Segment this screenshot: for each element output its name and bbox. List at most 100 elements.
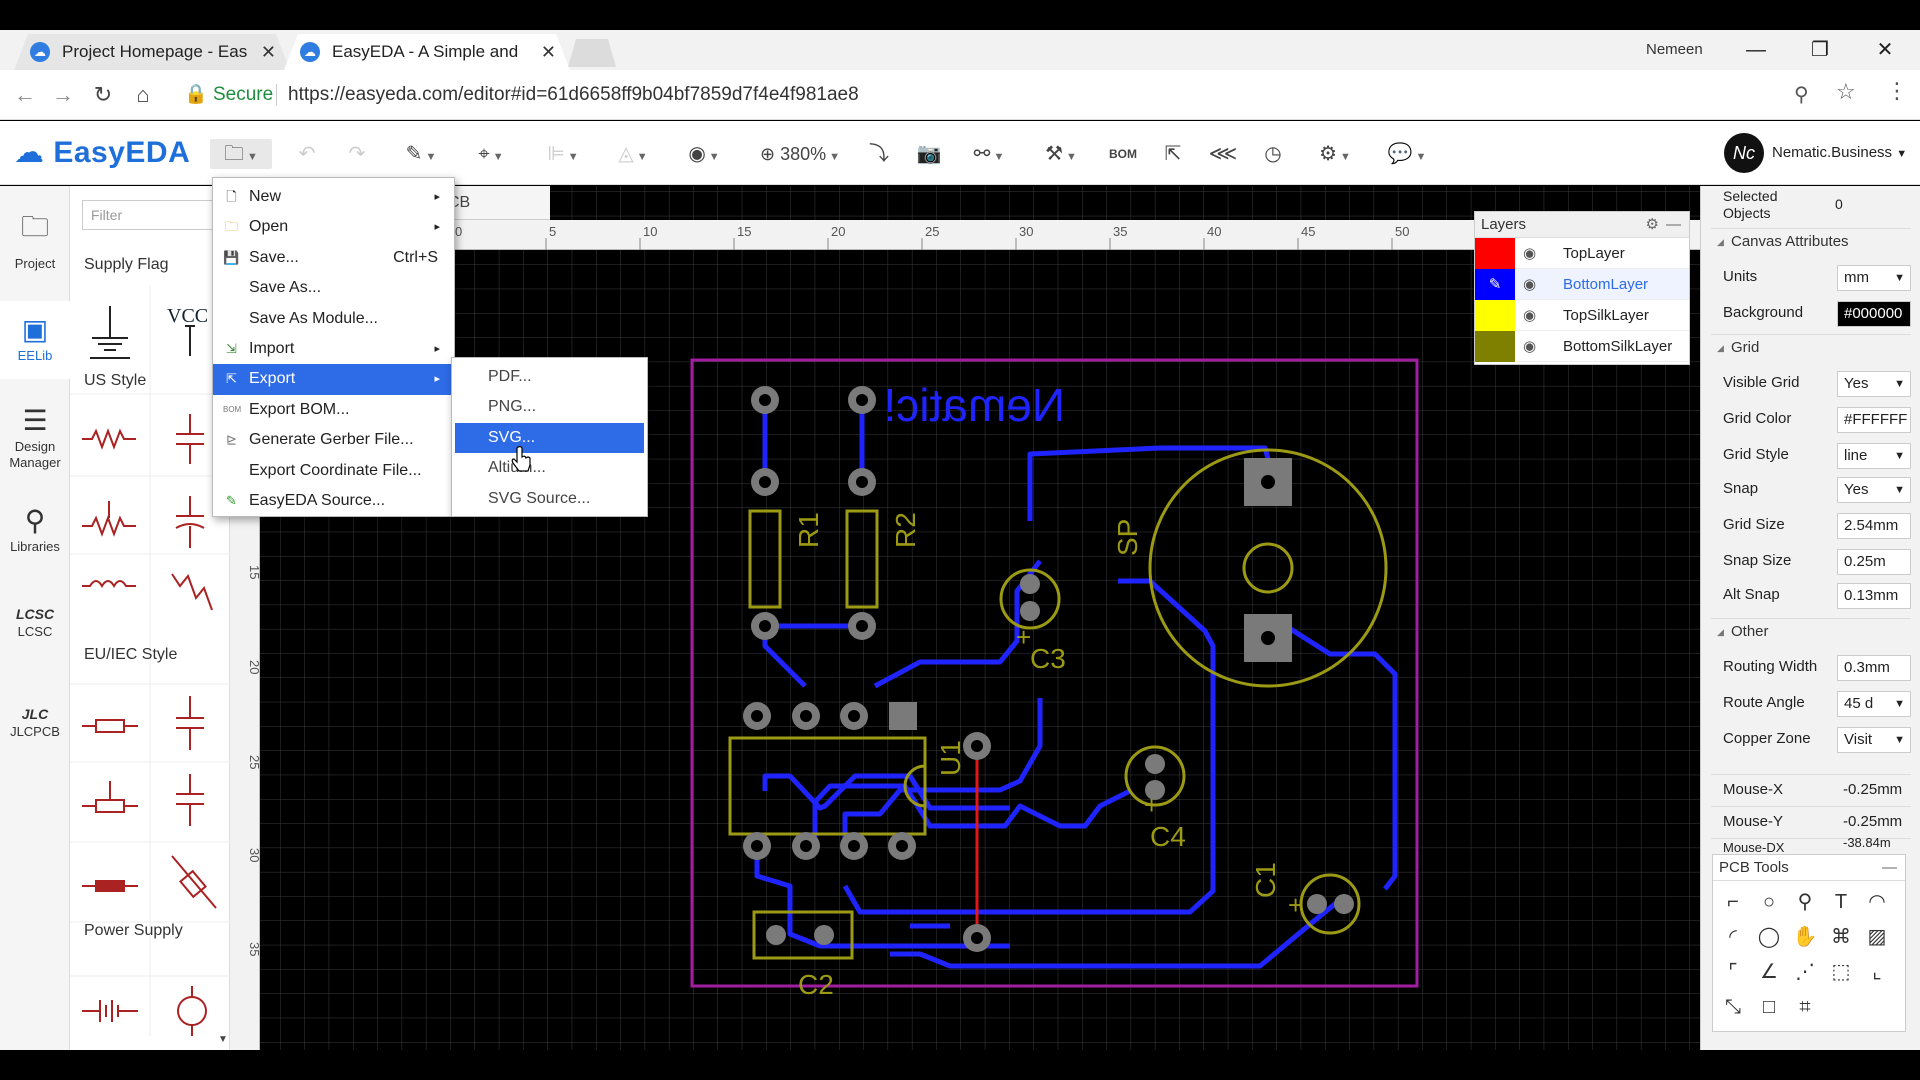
- arc-tool-icon[interactable]: ◠: [1868, 891, 1886, 913]
- menu-item-save-as[interactable]: Save As...: [249, 279, 322, 297]
- zoom-page-icon[interactable]: ⚲: [1794, 84, 1809, 106]
- undo-icon[interactable]: ↶: [298, 143, 316, 165]
- nav-eelib[interactable]: ▣EELib: [0, 301, 70, 379]
- eye-icon[interactable]: ◉: [1523, 245, 1537, 262]
- arc-ccw-tool-icon[interactable]: ◜: [1729, 926, 1737, 948]
- layer-color-swatch[interactable]: [1475, 331, 1515, 362]
- tab-project-homepage[interactable]: ☁ Project Homepage - Eas ✕: [14, 34, 290, 70]
- section-grid[interactable]: Grid: [1711, 334, 1911, 361]
- redo-icon[interactable]: ↷: [348, 143, 366, 165]
- alt-snap-field[interactable]: 0.13mm: [1837, 583, 1911, 609]
- eye-icon[interactable]: ◉: [1523, 276, 1537, 293]
- back-icon[interactable]: ←: [14, 82, 36, 107]
- collapse-panel-icon[interactable]: —: [1882, 859, 1897, 876]
- background-color-field[interactable]: #000000: [1837, 301, 1911, 327]
- menu-item-new[interactable]: 🗋New▸: [213, 182, 454, 212]
- place-pin-icon[interactable]: ⌖▼: [478, 143, 504, 165]
- restore-icon[interactable]: ❐: [1811, 39, 1829, 61]
- forward-icon[interactable]: →: [52, 82, 74, 107]
- feedback-comment-icon[interactable]: 💬▼: [1387, 143, 1427, 165]
- route-tool-icon[interactable]: ⚯▼: [973, 143, 1005, 165]
- new-tab-button[interactable]: [568, 39, 616, 67]
- nav-design-manager[interactable]: ☰Design Manager: [0, 404, 70, 471]
- filter-input[interactable]: Filter: [82, 200, 228, 230]
- export-svg[interactable]: SVG...: [455, 422, 644, 454]
- grid-color-field[interactable]: #FFFFFF: [1837, 407, 1911, 433]
- visible-grid-select[interactable]: Yes: [1837, 371, 1911, 397]
- export-share-icon[interactable]: ⇱: [1164, 143, 1182, 165]
- minimize-icon[interactable]: —: [1746, 39, 1766, 61]
- nav-libraries[interactable]: ⚲Libraries: [0, 504, 70, 554]
- history-clock-icon[interactable]: ◷: [1264, 143, 1282, 165]
- collapse-panel-icon[interactable]: —: [1666, 216, 1681, 233]
- browser-menu-icon[interactable]: ⋮: [1886, 78, 1908, 103]
- url-text[interactable]: https://easyeda.com/editor#id=61d6658ff9…: [288, 84, 859, 105]
- camera-icon[interactable]: 📷: [916, 143, 942, 165]
- layer-row-bottomlayer[interactable]: ✎◉BottomLayer: [1475, 269, 1689, 300]
- connect-tool-icon[interactable]: ⋰: [1795, 961, 1815, 983]
- menu-item-open[interactable]: 🗀Open▸: [213, 212, 454, 242]
- snap-size-field[interactable]: 0.25m: [1837, 549, 1911, 575]
- layer-row-toplayer[interactable]: ◉TopLayer: [1475, 238, 1689, 269]
- menu-item-generate-gerber[interactable]: ⊵Generate Gerber File...: [213, 425, 454, 455]
- secure-indicator[interactable]: 🔒 Secure: [184, 76, 273, 114]
- menu-item-easyeda-source[interactable]: ✎EasyEDA Source...: [213, 486, 454, 516]
- close-tab-icon[interactable]: ✕: [260, 42, 276, 62]
- zoom-control[interactable]: ⊕ 380%▼: [759, 144, 841, 164]
- pcb-canvas[interactable]: R1 R2 SP C3 U1 C4 C1 C2 Nematic! +++: [230, 186, 1700, 1050]
- units-select[interactable]: mm: [1837, 265, 1911, 291]
- grid-style-select[interactable]: line: [1837, 443, 1911, 469]
- solid-region-tool-icon[interactable]: ⌞: [1872, 961, 1882, 983]
- export-pdf[interactable]: PDF...: [488, 368, 532, 385]
- browser-user-name[interactable]: Nemeen: [1646, 41, 1703, 58]
- rect-corner-tool-icon[interactable]: ⌜: [1728, 961, 1738, 983]
- export-png[interactable]: PNG...: [488, 398, 537, 416]
- tab-easyeda-editor[interactable]: ☁ EasyEDA - A Simple and ✕: [284, 34, 570, 70]
- layers-settings-gear-icon[interactable]: ⚙: [1645, 216, 1659, 233]
- layer-color-swatch[interactable]: [1475, 238, 1515, 269]
- pan-hand-icon[interactable]: ✋: [1792, 926, 1818, 948]
- circle-tool-icon[interactable]: ◯: [1757, 926, 1781, 948]
- pencil-tool-icon[interactable]: ✎▼: [405, 143, 437, 165]
- rectangle-tool-icon[interactable]: □: [1762, 996, 1776, 1018]
- layer-color-swatch[interactable]: [1475, 300, 1515, 331]
- pad-tool-icon[interactable]: ○: [1762, 891, 1776, 913]
- eye-icon[interactable]: ◉: [1523, 338, 1537, 355]
- region-tool-icon[interactable]: ⬚: [1831, 961, 1851, 983]
- section-other[interactable]: Other: [1711, 618, 1911, 645]
- nav-project[interactable]: 🗀Project: [0, 206, 70, 271]
- menu-item-save-as-module[interactable]: Save As Module...: [249, 309, 378, 327]
- layer-stack-icon[interactable]: ◬▼: [618, 143, 648, 165]
- menu-item-save[interactable]: 💾Save...Ctrl+S: [213, 243, 454, 273]
- export-altium[interactable]: Altium...: [452, 453, 647, 483]
- text-tool-icon[interactable]: T: [1834, 891, 1848, 913]
- section-canvas-attributes[interactable]: Canvas Attributes: [1711, 228, 1911, 255]
- close-tab-icon[interactable]: ✕: [540, 42, 556, 62]
- url-omnibox[interactable]: 🔒 Secure https://easyeda.com/editor#id=6…: [170, 76, 1809, 114]
- fit-view-icon[interactable]: ⤵: [869, 143, 889, 165]
- view-eye-icon[interactable]: ◉▼: [688, 143, 720, 165]
- home-icon[interactable]: ⌂: [136, 82, 150, 107]
- track-tool-icon[interactable]: ⌐: [1727, 891, 1739, 913]
- bookmark-star-icon[interactable]: ☆: [1836, 79, 1856, 104]
- image-tool-icon[interactable]: ▨: [1867, 926, 1887, 948]
- route-angle-select[interactable]: 45 d: [1837, 691, 1911, 717]
- eye-icon[interactable]: ◉: [1523, 307, 1537, 324]
- snap-select[interactable]: Yes: [1837, 477, 1911, 503]
- active-layer-pencil-icon[interactable]: ✎: [1475, 269, 1515, 300]
- layer-row-bottomsilklayer[interactable]: ◉BottomSilkLayer: [1475, 331, 1689, 362]
- scroll-down-icon[interactable]: ▼: [218, 1034, 228, 1045]
- share-icon[interactable]: ⋘: [1208, 143, 1238, 165]
- menu-item-import[interactable]: ⇲Import▸: [213, 334, 454, 364]
- canvas-origin-icon[interactable]: ⌗: [1799, 996, 1811, 1018]
- reload-icon[interactable]: ↻: [93, 82, 113, 107]
- copper-zone-select[interactable]: Visit: [1837, 727, 1911, 753]
- grid-size-field[interactable]: 2.54mm: [1837, 513, 1911, 539]
- measure-tool-icon[interactable]: ⤡: [1725, 996, 1741, 1018]
- via-tool-icon[interactable]: ⚲: [1797, 891, 1813, 913]
- file-menu-button[interactable]: 🗀▼: [210, 139, 272, 169]
